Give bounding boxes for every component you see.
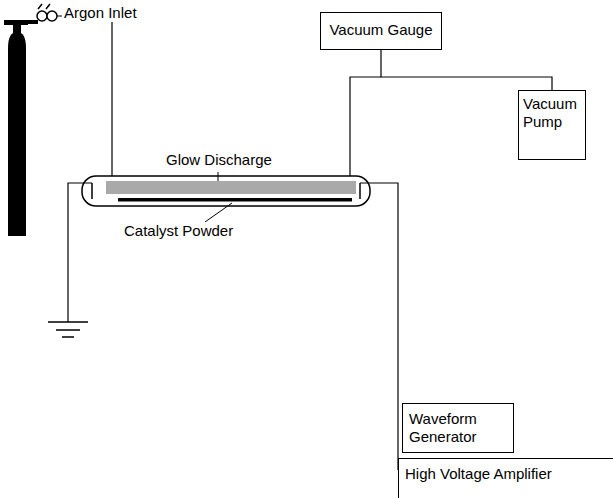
vacuum-line — [350, 77, 381, 176]
box-text: Vacuum Pump — [523, 95, 581, 131]
inlet-label: Argon Inlet — [62, 4, 139, 22]
gauge-box: Vacuum Gauge — [320, 12, 442, 50]
powder-label: Catalyst Powder — [122, 222, 235, 240]
box-text: High Voltage Amplifier — [405, 465, 552, 483]
box-text: Waveform Generator — [409, 410, 507, 446]
left-electrode — [91, 183, 93, 199]
ground-symbol — [48, 322, 88, 337]
amplifier-box: High Voltage Amplifier — [398, 458, 613, 498]
pipe-line — [381, 50, 552, 90]
leader-line — [218, 172, 219, 181]
pump-box: Vacuum Pump — [518, 90, 586, 160]
gas-line — [57, 16, 112, 176]
hv-wire — [360, 183, 398, 470]
right-electrode — [359, 183, 361, 199]
catalyst-bed — [118, 198, 352, 202]
box-text: Vacuum Gauge — [329, 21, 432, 39]
argon-cylinder — [4, 4, 57, 236]
discharge-tube — [82, 176, 370, 206]
leader-line — [205, 203, 232, 222]
generator-box: Waveform Generator — [402, 403, 514, 453]
ground-wire — [68, 183, 92, 322]
discharge-label: Glow Discharge — [164, 151, 274, 169]
glow-region — [106, 181, 356, 194]
